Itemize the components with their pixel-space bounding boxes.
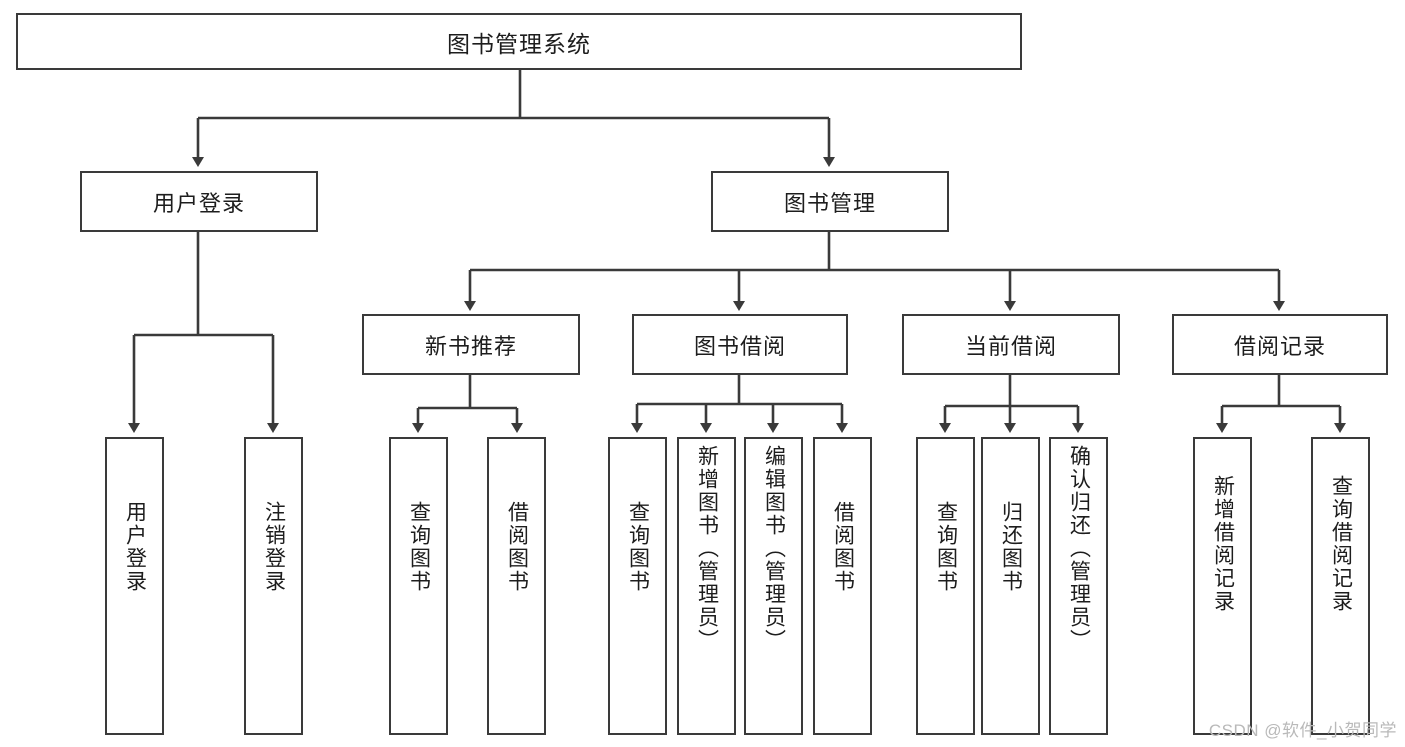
node-label: 图书管理系统 (447, 30, 591, 57)
leaf-borrow-borrow-book[interactable]: 借阅图书 (813, 437, 872, 735)
leaf-record-query-borrow-record[interactable]: 查询借阅记录 (1311, 437, 1370, 735)
leaf-user-logout[interactable]: 注销登录 (244, 437, 303, 735)
node-book-management[interactable]: 图书管理 (711, 171, 949, 232)
node-label: 查询图书 (407, 501, 431, 593)
node-label: 查询图书 (934, 501, 958, 593)
node-label: 确认归还（管理员） (1067, 445, 1091, 652)
leaf-borrow-edit-book-admin[interactable]: 编辑图书（管理员） (744, 437, 803, 735)
node-label: 用户登录 (152, 190, 245, 216)
node-label: 新增借阅记录 (1211, 475, 1235, 613)
node-root-system[interactable]: 图书管理系统 (16, 13, 1022, 70)
leaf-current-query-book[interactable]: 查询图书 (916, 437, 975, 735)
node-user-login[interactable]: 用户登录 (80, 171, 318, 232)
leaf-current-confirm-return-admin[interactable]: 确认归还（管理员） (1049, 437, 1108, 735)
leaf-recommend-borrow-book[interactable]: 借阅图书 (487, 437, 546, 735)
node-label: 查询图书 (626, 501, 650, 593)
node-current-borrow[interactable]: 当前借阅 (902, 314, 1120, 375)
node-label: 查询借阅记录 (1329, 475, 1353, 613)
node-label: 归还图书 (999, 501, 1023, 593)
node-label: 当前借阅 (964, 333, 1057, 359)
node-label: 借阅图书 (831, 501, 855, 593)
node-label: 图书借阅 (693, 333, 786, 359)
node-label: 借阅图书 (505, 501, 529, 593)
node-new-book-recommend[interactable]: 新书推荐 (362, 314, 580, 375)
node-label: 编辑图书（管理员） (762, 445, 786, 652)
node-label: 用户登录 (123, 501, 147, 593)
node-label: 注销登录 (262, 501, 286, 593)
leaf-current-return-book[interactable]: 归还图书 (981, 437, 1040, 735)
node-label: 图书管理 (783, 190, 876, 216)
leaf-recommend-query-book[interactable]: 查询图书 (389, 437, 448, 735)
leaf-user-login[interactable]: 用户登录 (105, 437, 164, 735)
node-book-borrow[interactable]: 图书借阅 (632, 314, 848, 375)
node-label: 新书推荐 (424, 333, 517, 359)
leaf-borrow-add-book-admin[interactable]: 新增图书（管理员） (677, 437, 736, 735)
watermark-text: CSDN @软件_小贺同学 (1208, 721, 1397, 740)
leaf-record-add-borrow-record[interactable]: 新增借阅记录 (1193, 437, 1252, 735)
node-borrow-record[interactable]: 借阅记录 (1172, 314, 1388, 375)
node-label: 新增图书（管理员） (695, 445, 719, 652)
node-label: 借阅记录 (1233, 333, 1326, 359)
leaf-borrow-query-book[interactable]: 查询图书 (608, 437, 667, 735)
